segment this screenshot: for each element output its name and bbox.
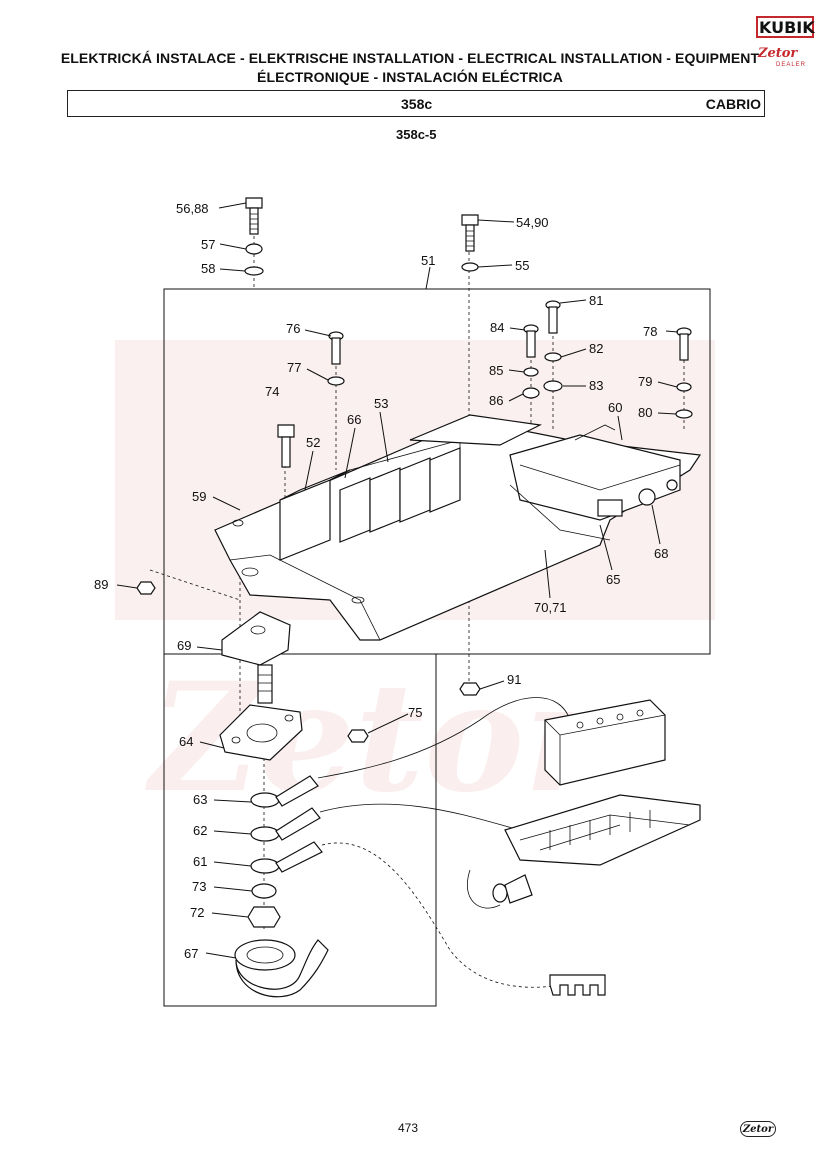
callout-61: 61 <box>193 854 207 869</box>
nut-75 <box>347 729 369 743</box>
bolt-81 <box>545 300 561 334</box>
callout-54-90: 54,90 <box>516 215 549 230</box>
dealer-text: DEALER <box>776 62 807 68</box>
callout-80: 80 <box>638 405 652 420</box>
washer-77 <box>327 376 345 386</box>
callout-56-88: 56,88 <box>176 201 209 216</box>
relay-block-52-53-66 <box>279 414 542 561</box>
nut-91 <box>459 682 481 696</box>
callout-72: 72 <box>190 905 204 920</box>
cable-lug-63 <box>250 697 571 808</box>
callout-89: 89 <box>94 577 108 592</box>
callout-82: 82 <box>589 341 603 356</box>
callout-74: 74 <box>265 384 279 399</box>
washer-73 <box>251 883 277 899</box>
callout-55: 55 <box>515 258 529 273</box>
callout-67: 67 <box>184 946 198 961</box>
callout-51: 51 <box>421 253 435 268</box>
callout-63: 63 <box>193 792 207 807</box>
callout-73: 73 <box>192 879 206 894</box>
lower-frame <box>163 654 437 1007</box>
zetor-badge: Zetor <box>740 1121 776 1137</box>
callout-91: 91 <box>507 672 521 687</box>
fuse-strip-illustration <box>549 974 606 996</box>
bolt-74 <box>277 424 295 468</box>
callout-77: 77 <box>287 360 301 375</box>
zetor-logo: Zetor <box>758 46 798 61</box>
nut-72 <box>247 906 281 928</box>
model-variant: CABRIO <box>705 96 761 112</box>
washer-57 <box>245 243 263 255</box>
callout-75: 75 <box>408 705 422 720</box>
callout-60: 60 <box>608 400 622 415</box>
bolt-54-90 <box>461 214 479 252</box>
callout-70-71: 70,71 <box>534 600 567 615</box>
page-title-line1: ELEKTRICKÁ INSTALACE - ELEKTRISCHE INSTA… <box>60 50 760 66</box>
callout-76: 76 <box>286 321 300 336</box>
callout-68: 68 <box>654 546 668 561</box>
page-title-line2: ÉLECTRONIQUE - INSTALACIÓN ELÉCTRICA <box>257 69 563 85</box>
callout-62: 62 <box>193 823 207 838</box>
bolt-56-88 <box>245 197 263 235</box>
washer-58 <box>244 266 264 276</box>
connector-illustration <box>467 869 533 909</box>
callout-66: 66 <box>347 412 361 427</box>
callout-53: 53 <box>374 396 388 411</box>
rubber-cap-67 <box>234 939 329 998</box>
callout-65: 65 <box>606 572 620 587</box>
kubik-logo-text: KUBIK <box>759 18 815 37</box>
terminal-post-69 <box>221 611 291 704</box>
callout-59: 59 <box>192 489 206 504</box>
callout-86: 86 <box>489 393 503 408</box>
washer-83 <box>543 380 563 392</box>
battery-illustration <box>544 699 666 786</box>
bolt-84 <box>523 324 539 358</box>
cable-lug-62 <box>250 803 521 842</box>
callout-83: 83 <box>589 378 603 393</box>
nut-89 <box>136 581 156 595</box>
callout-52: 52 <box>306 435 320 450</box>
tractor-chassis-illustration <box>504 794 701 866</box>
washer-79 <box>676 382 692 392</box>
washer-80 <box>675 409 693 419</box>
model-bar: 358c CABRIO <box>67 90 765 117</box>
callout-85: 85 <box>489 363 503 378</box>
leader-lines <box>116 202 679 959</box>
callout-79: 79 <box>638 374 652 389</box>
cable-lug-61 <box>250 841 561 988</box>
bolt-76 <box>328 331 344 365</box>
callout-84: 84 <box>490 320 504 335</box>
washer-82 <box>544 352 562 362</box>
callout-58: 58 <box>201 261 215 276</box>
callout-labels: 56,88 54,90 57 58 55 51 81 76 84 78 82 7… <box>94 201 668 961</box>
washer-55 <box>461 262 479 272</box>
main-frame <box>163 288 711 655</box>
fuse-box-60-65 <box>509 424 681 541</box>
figure-code: 358c-5 <box>396 127 437 142</box>
callout-64: 64 <box>179 734 193 749</box>
model-code: 358c <box>401 96 433 112</box>
callout-69: 69 <box>177 638 191 653</box>
callout-81: 81 <box>589 293 603 308</box>
insulating-plate-64 <box>219 704 303 761</box>
callout-78: 78 <box>643 324 657 339</box>
page-number: 473 <box>398 1121 419 1135</box>
kubik-logo: KUBIK <box>756 16 815 42</box>
callout-57: 57 <box>201 237 215 252</box>
washer-86 <box>522 387 540 399</box>
washer-85 <box>523 367 539 377</box>
